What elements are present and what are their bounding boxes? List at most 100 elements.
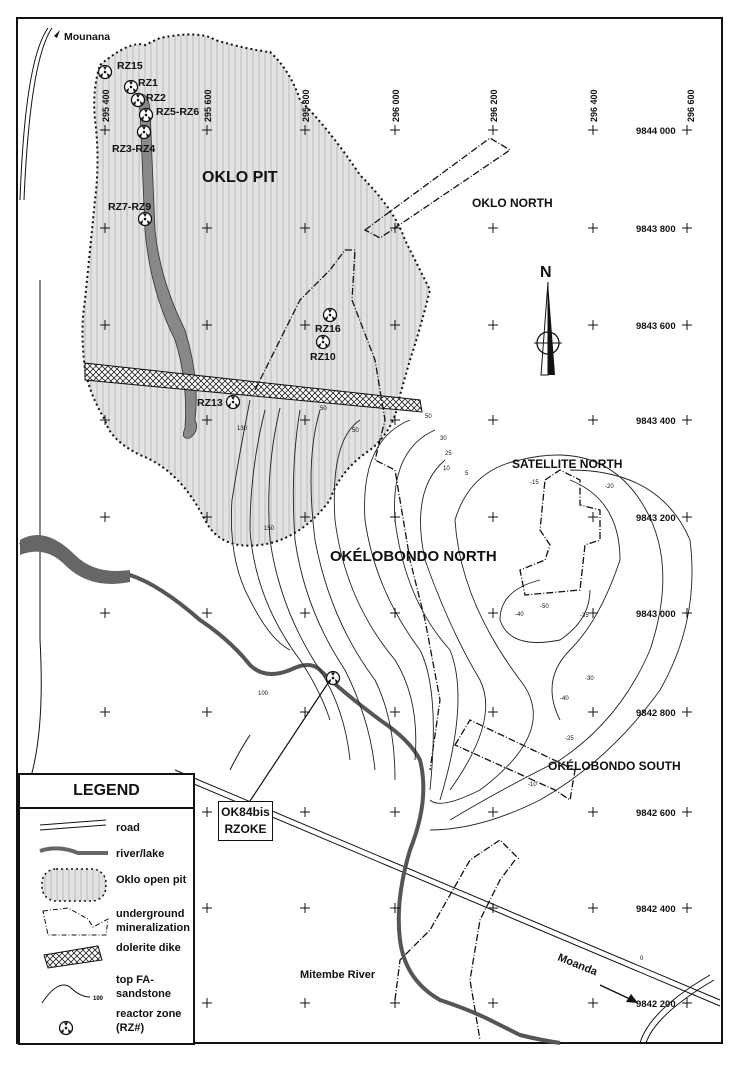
grid-cross — [300, 807, 310, 817]
northing-label: 9843 200 — [636, 513, 676, 524]
contour-label: 150 — [264, 526, 275, 532]
grid-cross — [300, 320, 310, 330]
grid-cross — [682, 320, 692, 330]
northing-label: 9842 400 — [636, 904, 676, 915]
contour-label: -40 — [515, 612, 524, 618]
northing-label: 9842 200 — [636, 999, 676, 1010]
place-label-oklo-north: OKLO NORTH — [472, 196, 553, 210]
mitembe-river — [19, 538, 561, 1045]
easting-label: 295 800 — [301, 89, 311, 122]
grid-cross — [682, 125, 692, 135]
easting-label: 296 000 — [391, 89, 401, 122]
contour-label: -25 — [565, 736, 574, 742]
grid-cross — [488, 320, 498, 330]
grid-cross — [390, 707, 400, 717]
legend-label: dolerite dike — [116, 942, 181, 954]
grid-cross — [300, 998, 310, 1008]
place-label-okelobondo-south: OKÉLOBONDO SOUTH — [548, 758, 681, 773]
contour-label: 100 — [258, 691, 269, 697]
grid-cross — [682, 707, 692, 717]
easting-label: 296 600 — [686, 89, 696, 122]
grid-cross — [488, 807, 498, 817]
easting-label: 296 200 — [489, 89, 499, 122]
grid-cross — [682, 512, 692, 522]
contour-label: 0 — [640, 956, 644, 962]
grid-cross — [390, 415, 400, 425]
contour-label: -50 — [540, 604, 549, 610]
grid-cross — [588, 415, 598, 425]
oklo-open-pit — [81, 33, 432, 547]
legend-label: Oklo open pit — [116, 874, 187, 886]
grid-cross — [588, 807, 598, 817]
grid-cross — [100, 415, 110, 425]
grid-cross — [488, 223, 498, 233]
dolerite-dike — [84, 362, 423, 413]
grid-cross — [390, 998, 400, 1008]
rz-label: RZ5-RZ6 — [156, 106, 199, 118]
reactor-icon — [137, 211, 153, 227]
callout-line2: RZOKE — [224, 822, 267, 836]
map-frame — [16, 17, 723, 1044]
grid-cross — [300, 415, 310, 425]
reactor-symbol — [58, 1020, 74, 1036]
grid-cross — [202, 707, 212, 717]
grid-cross — [488, 707, 498, 717]
grid-cross — [202, 807, 212, 817]
contour-label: -30 — [585, 676, 594, 682]
grid-cross — [202, 998, 212, 1008]
moanda-arrow-line — [599, 984, 633, 1001]
reactor-icon — [97, 64, 113, 80]
grid-cross — [300, 512, 310, 522]
grid-cross — [100, 608, 110, 618]
rz-label: RZ13 — [197, 397, 223, 409]
grid-cross — [100, 223, 110, 233]
grid-cross — [202, 903, 212, 913]
north-label: N — [540, 264, 552, 281]
northing-label: 9842 600 — [636, 808, 676, 819]
contour-label: 10 — [443, 466, 450, 472]
easting-label: 295 400 — [101, 89, 111, 122]
callout-leader — [249, 679, 331, 802]
place-label-satellite-north: SATELLITE NORTH — [512, 457, 622, 471]
road-symbol — [39, 819, 107, 831]
grid-cross — [488, 998, 498, 1008]
contour-label: -15 — [530, 480, 539, 486]
contour-sample-value: 100 — [93, 996, 104, 1002]
rz-label: RZ3-RZ4 — [112, 143, 155, 155]
northing-label: 9843 800 — [636, 224, 676, 235]
grid-cross — [588, 707, 598, 717]
place-label-oklo-pit: OKLO PIT — [202, 169, 278, 186]
contour-labels: 50 50 50 30 25 10 5 -15 -20 -40 -40 -30 … — [237, 406, 644, 962]
reactor-icon — [315, 334, 331, 350]
contour-label: 50 — [320, 406, 327, 412]
grid-cross — [488, 415, 498, 425]
grid-cross — [390, 512, 400, 522]
ok84bis-callout: OK84bis RZOKE — [218, 801, 273, 841]
reactor-icon — [123, 79, 139, 95]
northing-label: 9843 000 — [636, 609, 676, 620]
rz-label: RZ2 — [146, 92, 166, 104]
reactor-icon — [225, 394, 241, 410]
reactor-icon — [130, 92, 146, 108]
place-label-mounana: Mounana — [64, 31, 110, 43]
grid-cross — [100, 320, 110, 330]
dike-inner — [136, 93, 198, 439]
grid-cross — [100, 707, 110, 717]
callout-line1: OK84bis — [221, 805, 270, 819]
grid-cross — [390, 903, 400, 913]
grid-cross — [390, 807, 400, 817]
grid-cross — [202, 223, 212, 233]
grid-cross — [202, 125, 212, 135]
grid-cross — [202, 608, 212, 618]
legend-symbols: 100 — [39, 819, 109, 1036]
grid-cross — [202, 512, 212, 522]
northing-labels: 9844 000 9843 800 9843 600 9843 400 9843… — [636, 126, 676, 1010]
place-label-okelobondo-north: OKÉLOBONDO NORTH — [330, 548, 497, 565]
grid-cross — [588, 608, 598, 618]
contour-label: 30 — [440, 436, 447, 442]
grid-cross — [390, 223, 400, 233]
grid-cross — [588, 223, 598, 233]
grid-cross — [682, 903, 692, 913]
contour-label: 130 — [237, 426, 248, 432]
